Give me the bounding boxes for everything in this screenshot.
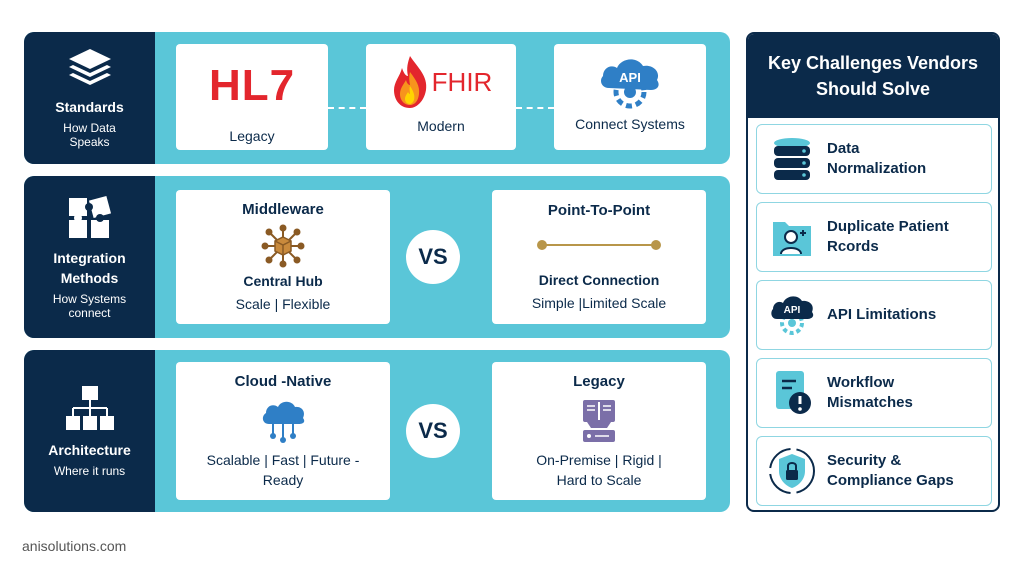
standards-label: Standards How Data Speaks — [24, 32, 155, 164]
point-to-point-card: Point-To-Point Direct Connection Simple … — [492, 190, 706, 324]
cloud-network-icon — [262, 401, 305, 443]
patient-record-icon — [773, 222, 811, 256]
cloud-native-card: Cloud -Native Scalable | Fast | Future -… — [176, 362, 390, 500]
footer-website[interactable]: anisolutions.com — [22, 538, 127, 554]
middleware-title: Middleware — [242, 201, 324, 218]
hl7-logo: HL7 — [208, 61, 296, 110]
challenge-label: Workflow Mismatches — [827, 374, 913, 411]
layers-icon — [68, 49, 111, 85]
fhir-logo: FHIR — [390, 54, 493, 110]
standards-row: Standards How Data Speaks HL7 Legacy FHI… — [24, 32, 730, 164]
hierarchy-icon — [65, 386, 114, 430]
direct-connection-icon — [537, 240, 661, 250]
p2p-subtitle: Direct Connection — [538, 272, 660, 288]
standards-title: Standards — [55, 99, 124, 115]
connector-line — [328, 107, 366, 109]
middleware-text: Scale | Flexible — [235, 296, 331, 312]
integration-subtitle: How Systems connect — [52, 292, 127, 320]
architecture-subtitle: Where it runs — [53, 464, 126, 478]
shield-lock-icon — [769, 448, 815, 494]
challenges-panel: Key Challenges Vendors Should Solve Data… — [746, 32, 1000, 512]
legacy-text: On-Premise | Rigid | Hard to Scale — [536, 452, 662, 488]
architecture-label: Architecture Where it runs — [24, 350, 155, 512]
legacy-card: Legacy On-Premise | Rigid | Hard to Scal… — [492, 362, 706, 500]
p2p-text: Simple |Limited Scale — [531, 295, 667, 311]
challenge-label: Security & Compliance Gaps — [827, 452, 954, 489]
integration-label: Integration Methods How Systems connect — [24, 176, 155, 338]
fhir-text: FHIR — [431, 66, 493, 97]
hl7-card: HL7 Legacy — [176, 44, 328, 150]
p2p-title: Point-To-Point — [547, 202, 651, 219]
standards-subtitle: How Data Speaks — [63, 121, 116, 149]
challenge-item-workflow-mismatches: Workflow Mismatches — [756, 358, 992, 428]
api-badge-text: API — [619, 70, 641, 85]
integration-row: Integration Methods How Systems connect … — [24, 176, 730, 338]
vs-badge: VS — [406, 404, 460, 458]
cloud-native-text: Scalable | Fast | Future - Ready — [206, 452, 360, 488]
challenges-heading: Key Challenges Vendors Should Solve — [748, 34, 998, 118]
legacy-title: Legacy — [573, 373, 625, 390]
challenge-label: API Limitations — [827, 306, 937, 323]
puzzle-icon — [68, 195, 111, 238]
architecture-row: Architecture Where it runs Cloud -Native… — [24, 350, 730, 512]
flame-icon — [393, 56, 426, 108]
api-cloud-gear-icon: API — [601, 59, 659, 109]
connector-line — [516, 107, 554, 109]
api-badge-text: API — [784, 305, 801, 316]
middleware-subtitle: Central Hub — [243, 273, 323, 289]
middleware-card: Middleware Central Hub Scale | Flexible — [176, 190, 390, 324]
challenge-label: Data Normalization — [827, 140, 927, 177]
fhir-label: Modern — [417, 118, 465, 134]
fhir-card: FHIR Modern — [366, 44, 516, 150]
vs-badge: VS — [406, 230, 460, 284]
api-card: API Connect Systems — [554, 44, 706, 150]
central-hub-icon — [261, 224, 305, 268]
architecture-title: Architecture — [48, 442, 131, 458]
integration-title: Integration Methods — [53, 250, 126, 286]
document-alert-icon — [776, 371, 811, 414]
challenge-label: Duplicate Patient Rcords — [827, 218, 949, 255]
challenge-item-api-limitations: API API Limitations — [756, 280, 992, 350]
server-icon — [583, 400, 615, 442]
challenge-item-security-gaps: Security & Compliance Gaps — [756, 436, 992, 506]
hl7-label: Legacy — [229, 128, 275, 144]
api-label: Connect Systems — [575, 116, 685, 132]
database-icon — [774, 138, 810, 180]
challenge-item-data-normalization: Data Normalization — [756, 124, 992, 194]
cloud-native-title: Cloud -Native — [234, 373, 332, 390]
api-cloud-icon: API — [771, 296, 814, 335]
challenge-item-duplicate-records: Duplicate Patient Rcords — [756, 202, 992, 272]
